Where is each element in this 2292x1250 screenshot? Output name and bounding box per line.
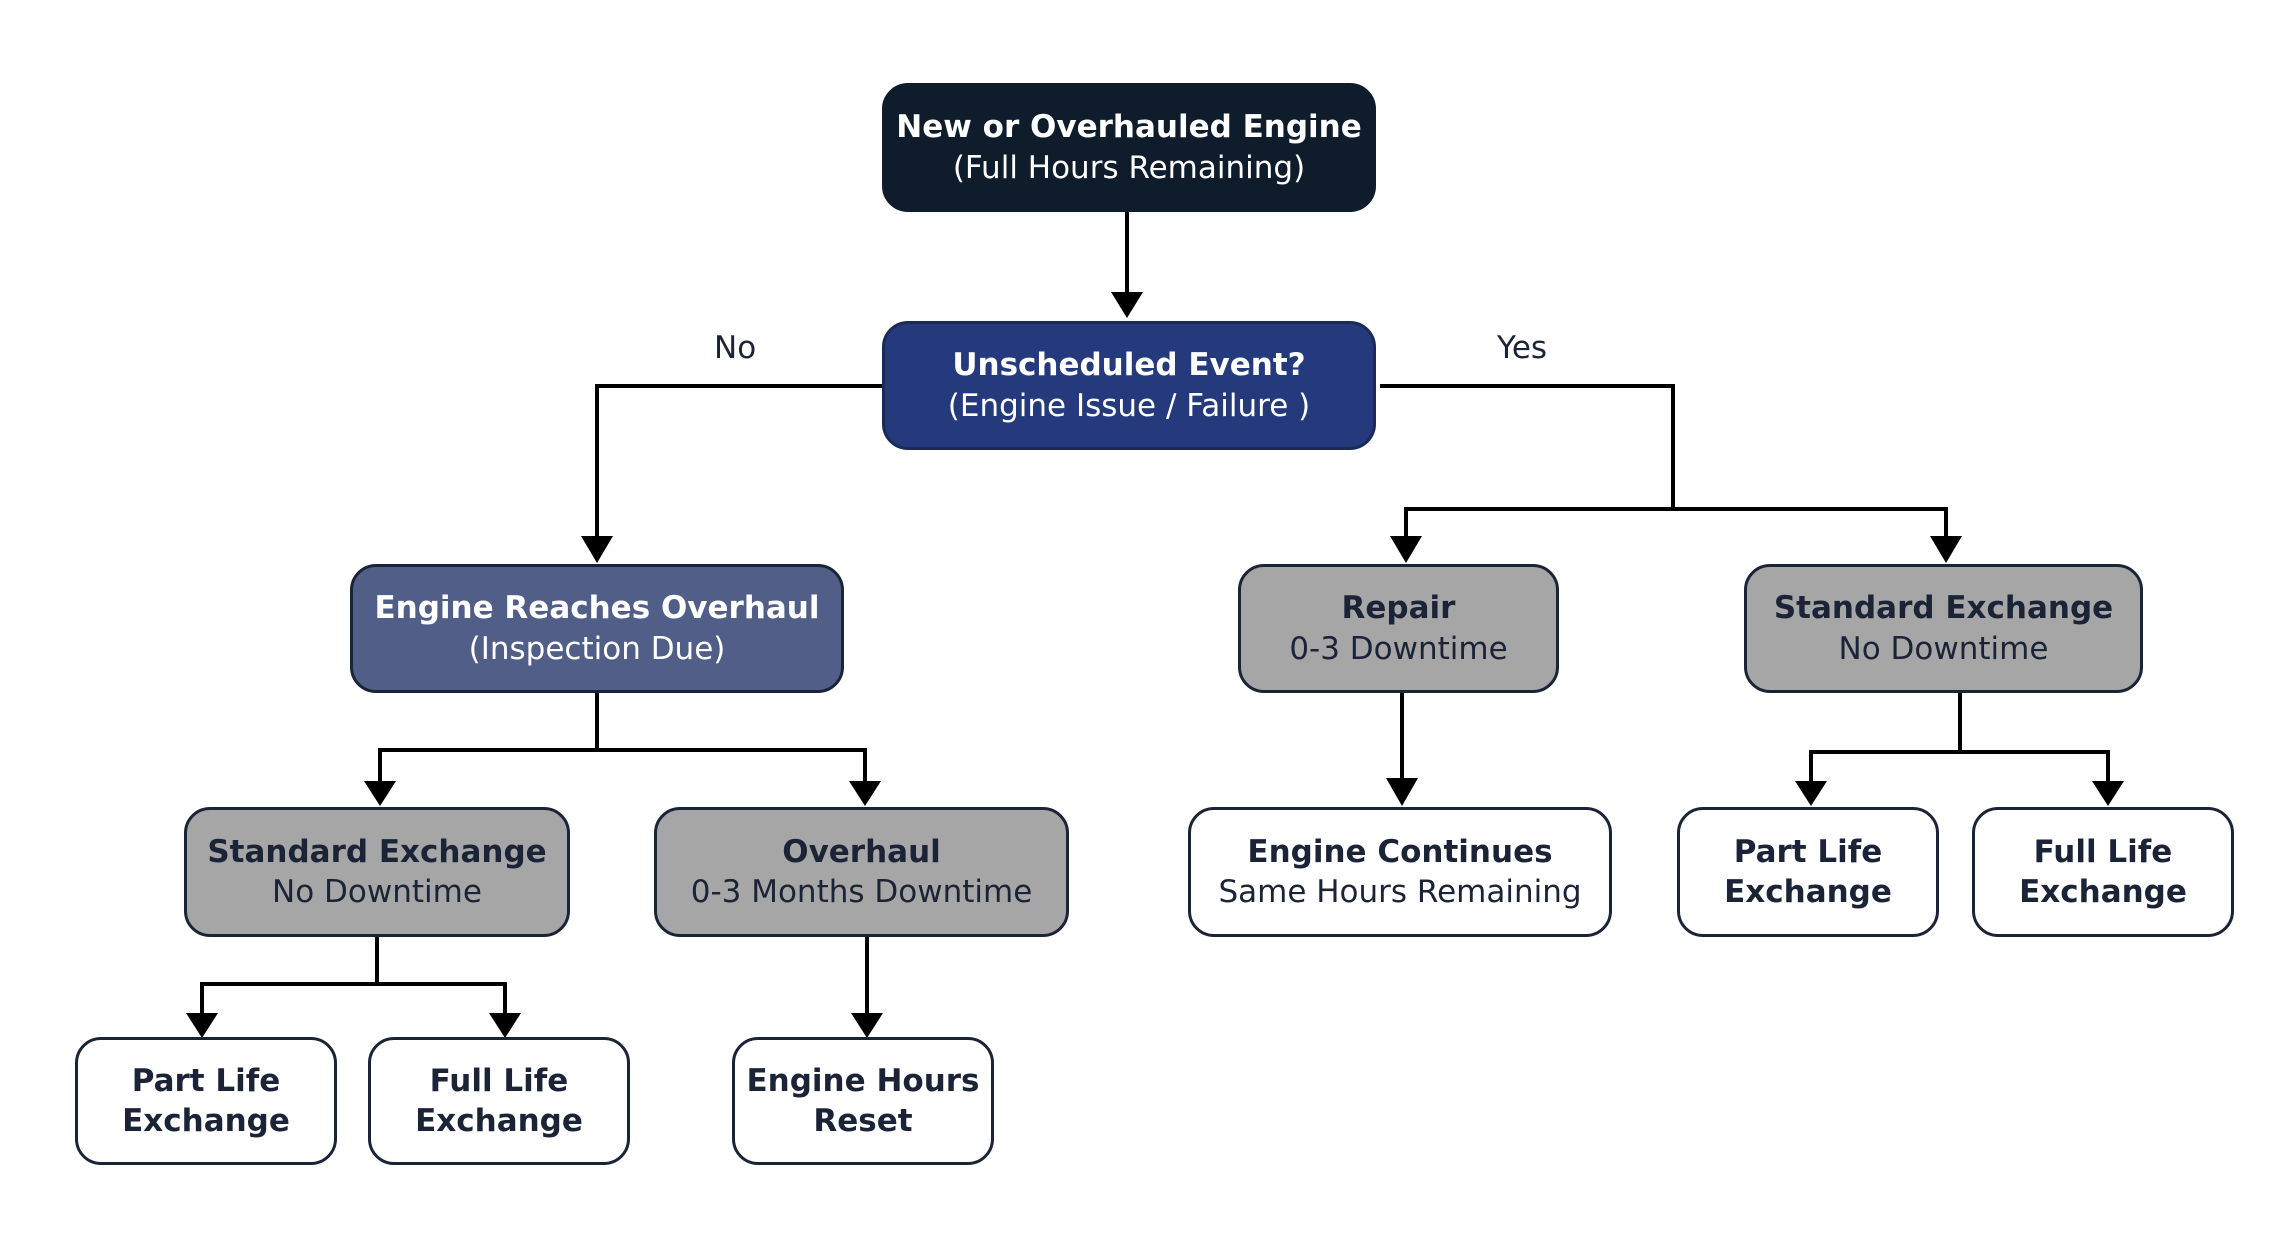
arrowhead — [851, 1013, 883, 1038]
node-title: Unscheduled Event? — [952, 347, 1306, 384]
node-subtitle: (Inspection Due) — [468, 630, 726, 667]
node-subtitle: (Full Hours Remaining) — [952, 149, 1306, 186]
node-repair: Repair 0-3 Downtime — [1238, 564, 1559, 693]
node-line1: Engine Hours — [746, 1062, 980, 1099]
node-subtitle: No Downtime — [272, 874, 482, 910]
node-line2: Exchange — [122, 1103, 290, 1139]
node-line2: Exchange — [2019, 874, 2187, 910]
node-subtitle: Same Hours Remaining — [1218, 874, 1582, 910]
node-line2: Exchange — [415, 1103, 583, 1139]
arrowhead — [489, 1013, 521, 1038]
edge-event-to-right-branch — [1380, 384, 1675, 540]
edge-event-to-overhaul-due — [595, 384, 883, 540]
edge-std-exchange-right-to-children — [1809, 693, 1962, 785]
arrowhead — [581, 536, 613, 563]
arrowhead — [1795, 781, 1827, 806]
node-title: Overhaul — [782, 833, 941, 870]
node-line1: Full Life — [2033, 833, 2173, 870]
node-title: Engine Continues — [1247, 833, 1553, 870]
edge-label-no: No — [714, 330, 757, 366]
node-line2: Reset — [813, 1103, 913, 1139]
node-line1: Full Life — [429, 1062, 569, 1099]
arrowhead — [1386, 778, 1418, 806]
node-full-life-exchange-left: Full Life Exchange — [368, 1037, 630, 1165]
arrowhead — [1930, 536, 1962, 563]
node-engine-continues: Engine Continues Same Hours Remaining — [1188, 807, 1612, 937]
node-standard-exchange-left: Standard Exchange No Downtime — [184, 807, 570, 937]
arrowhead — [1390, 536, 1422, 563]
arrowhead — [1111, 292, 1143, 318]
node-line1: Part Life — [1733, 833, 1883, 870]
node-standard-exchange-right: Standard Exchange No Downtime — [1744, 564, 2143, 693]
arrowhead — [186, 1013, 218, 1038]
node-title: Engine Reaches Overhaul — [374, 590, 820, 627]
node-line2: Exchange — [1724, 874, 1892, 910]
node-subtitle: No Downtime — [1838, 630, 2049, 667]
node-title: New or Overhauled Engine — [896, 109, 1362, 146]
edge-label-yes: Yes — [1497, 330, 1548, 366]
node-engine-reaches-overhaul: Engine Reaches Overhaul (Inspection Due) — [350, 564, 844, 693]
node-engine-hours-reset: Engine Hours Reset — [732, 1037, 994, 1165]
node-overhaul: Overhaul 0-3 Months Downtime — [654, 807, 1069, 937]
arrowhead — [849, 781, 881, 806]
node-subtitle: (Engine Issue / Failure ) — [947, 387, 1311, 424]
node-title: Standard Exchange — [1773, 590, 2114, 627]
edge-std-exchange-left-to-children — [200, 937, 379, 1017]
node-unscheduled-event: Unscheduled Event? (Engine Issue / Failu… — [882, 321, 1376, 450]
node-part-life-exchange-right: Part Life Exchange — [1677, 807, 1939, 937]
edge-overhaul-due-to-children — [378, 693, 599, 785]
node-subtitle: 0-3 Downtime — [1289, 630, 1508, 667]
arrowhead — [2092, 781, 2124, 806]
node-title: Standard Exchange — [207, 833, 547, 870]
node-new-or-overhauled-engine: New or Overhauled Engine (Full Hours Rem… — [882, 83, 1376, 212]
node-full-life-exchange-right: Full Life Exchange — [1972, 807, 2234, 937]
node-line1: Part Life — [131, 1062, 281, 1099]
node-part-life-exchange-left: Part Life Exchange — [75, 1037, 337, 1165]
node-title: Repair — [1341, 590, 1456, 627]
arrowhead — [364, 781, 396, 806]
edge-right-branch-to-std-exchange — [1673, 507, 1948, 540]
node-subtitle: 0-3 Months Downtime — [690, 874, 1033, 910]
